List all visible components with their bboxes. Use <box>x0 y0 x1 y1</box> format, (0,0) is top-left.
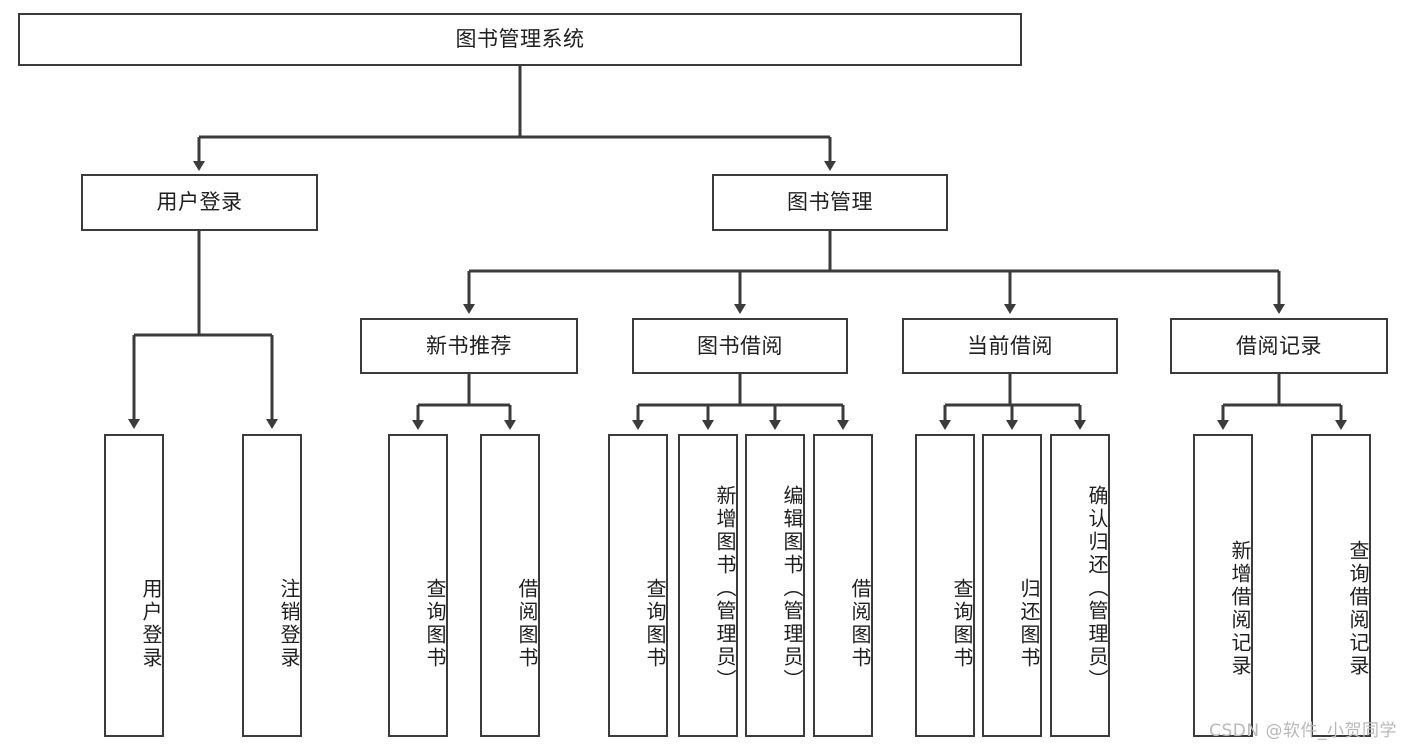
leaf-logout-login[interactable]: 注销登录 <box>242 434 302 737</box>
leaf-borrow-add-book-admin[interactable]: 新增图书（管理员） <box>678 434 738 737</box>
leaf-current-confirm-return-admin[interactable]: 确认归还（管理员） <box>1050 434 1110 737</box>
node-borrow-record[interactable]: 借阅记录 <box>1170 318 1388 374</box>
leaf-borrow-query-book[interactable]: 查询图书 <box>608 434 668 737</box>
leaf-record-add-borrow-record[interactable]: 新增借阅记录 <box>1193 434 1253 737</box>
node-book-borrow[interactable]: 图书借阅 <box>632 318 848 374</box>
node-current-borrow[interactable]: 当前借阅 <box>902 318 1118 374</box>
leaf-borrow-borrow-book[interactable]: 借阅图书 <box>813 434 873 737</box>
leaf-record-query-borrow-record[interactable]: 查询借阅记录 <box>1311 434 1371 737</box>
node-new-book-recommend[interactable]: 新书推荐 <box>360 318 578 374</box>
leaf-current-return-book[interactable]: 归还图书 <box>982 434 1042 737</box>
leaf-borrow-edit-book-admin[interactable]: 编辑图书（管理员） <box>745 434 805 737</box>
leaf-user-login[interactable]: 用户登录 <box>104 434 164 737</box>
node-user-login[interactable]: 用户登录 <box>81 174 318 231</box>
node-root-system[interactable]: 图书管理系统 <box>18 13 1022 66</box>
leaf-recommend-borrow-book[interactable]: 借阅图书 <box>480 434 540 737</box>
leaf-recommend-query-book[interactable]: 查询图书 <box>388 434 448 737</box>
leaf-current-query-book[interactable]: 查询图书 <box>915 434 975 737</box>
node-book-management[interactable]: 图书管理 <box>712 174 948 231</box>
